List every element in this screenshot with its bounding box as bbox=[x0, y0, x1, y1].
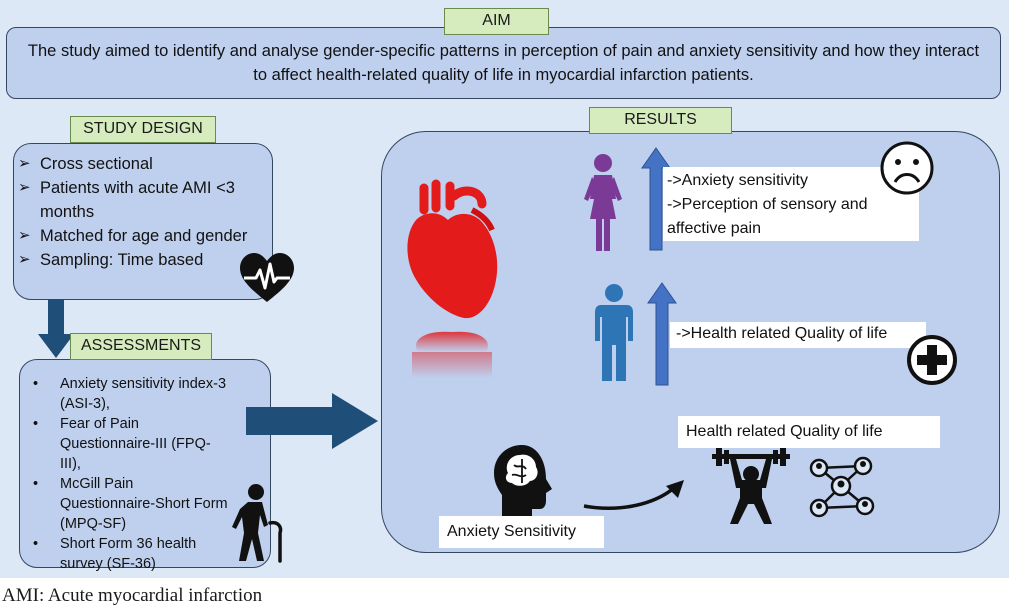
figure-caption: AMI: Acute myocardial infarction bbox=[2, 585, 263, 606]
network-icon bbox=[809, 456, 875, 518]
elderly-person-icon bbox=[232, 484, 283, 563]
study-design-label: STUDY DESIGN bbox=[70, 116, 216, 143]
hrqol-label: Health related Quality of life bbox=[686, 423, 883, 440]
curved-arrow bbox=[583, 480, 684, 510]
aim-label: AIM bbox=[444, 8, 549, 35]
heart-icon bbox=[407, 179, 498, 378]
female-person-icon bbox=[584, 154, 622, 251]
brain-head-icon bbox=[494, 445, 552, 521]
design-item: Cross sectional bbox=[18, 152, 258, 176]
study-design-list: Cross sectional Patients with acute AMI … bbox=[18, 152, 258, 272]
assessment-item: Anxiety sensitivity index-3 (ASI-3), bbox=[30, 374, 230, 414]
assessment-item: Fear of Pain Questionnaire-III (FPQ-III)… bbox=[30, 414, 230, 474]
male-result-box: ->Health related Quality of life bbox=[670, 322, 926, 348]
assessment-item: Short Form 36 health survey (SF-36) bbox=[30, 534, 230, 574]
aim-text: The study aimed to identify and analyse … bbox=[27, 42, 980, 84]
up-arrow-male bbox=[647, 282, 677, 386]
anxiety-sensitivity-box: Anxiety Sensitivity bbox=[439, 516, 604, 548]
heartbeat-icon bbox=[240, 253, 294, 302]
female-result-line1: ->Anxiety sensitivity bbox=[667, 172, 808, 189]
design-item: Patients with acute AMI <3 months bbox=[18, 176, 258, 224]
weightlifter-icon bbox=[712, 448, 790, 524]
right-arrow bbox=[246, 393, 378, 449]
male-result-line: ->Health related Quality of life bbox=[676, 325, 888, 342]
male-person-icon bbox=[595, 284, 633, 381]
results-label: RESULTS bbox=[589, 107, 732, 134]
aim-box: The study aimed to identify and analyse … bbox=[6, 27, 1001, 99]
female-result-line2: ->Perception of sensory and affective pa… bbox=[667, 196, 868, 237]
female-result-box: ->Anxiety sensitivity ->Perception of se… bbox=[663, 167, 919, 241]
sad-face-icon bbox=[880, 141, 934, 195]
anxiety-sensitivity-label: Anxiety Sensitivity bbox=[447, 523, 576, 540]
plus-circle-icon bbox=[907, 335, 957, 385]
hrqol-box: Health related Quality of life bbox=[678, 416, 940, 448]
design-item: Sampling: Time based bbox=[18, 248, 258, 272]
design-item: Matched for age and gender bbox=[18, 224, 258, 248]
assessment-item: McGill Pain Questionnaire-Short Form (MP… bbox=[30, 474, 230, 534]
down-arrow bbox=[38, 300, 74, 358]
assessments-label: ASSESSMENTS bbox=[70, 333, 212, 360]
assessments-list: Anxiety sensitivity index-3 (ASI-3), Fea… bbox=[30, 374, 230, 574]
